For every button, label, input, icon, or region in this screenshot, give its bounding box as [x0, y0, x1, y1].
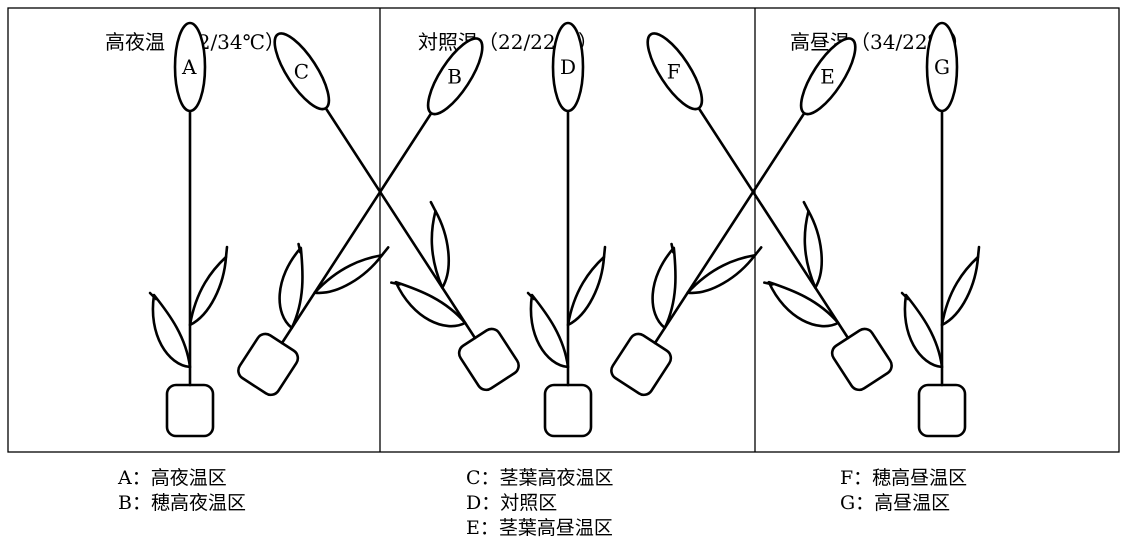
- legend-item-e: E：茎葉高昼温区: [466, 517, 613, 539]
- legend-item-a: A：高夜温区: [118, 467, 227, 489]
- plant-label-a: A: [181, 55, 197, 79]
- plant-label-b: B: [447, 64, 462, 88]
- plant-label-g: G: [934, 55, 950, 79]
- growth-chamber-diagram: 高夜温（22/34℃） 対照温（22/22℃） 高昼温（34/22℃） A B …: [7, 7, 1120, 453]
- plant-c: C: [242, 12, 536, 404]
- plant-b: B: [219, 16, 512, 408]
- legend-column-3: F：穂高昼温区 G：高昼温区: [840, 466, 967, 516]
- legend-item-b: B：穂高夜温区: [118, 492, 246, 514]
- legend-item-g: G：高昼温区: [840, 492, 951, 514]
- plant-label-c: C: [294, 59, 309, 83]
- plant-label-f: F: [667, 59, 681, 83]
- plant-g: G: [900, 21, 981, 438]
- chamber-frame: [7, 7, 1120, 453]
- plant-a: A: [148, 21, 229, 438]
- plant-label-e: E: [820, 64, 835, 88]
- legend-item-d: D：対照区: [466, 492, 558, 514]
- plant-label-d: D: [560, 55, 576, 79]
- legend-column-2: C：茎葉高夜温区 D：対照区 E：茎葉高昼温区: [466, 466, 614, 541]
- legend-column-1: A：高夜温区 B：穂高夜温区: [118, 466, 246, 516]
- plant-d: D: [526, 21, 607, 438]
- plant-e: E: [592, 16, 885, 408]
- legend-item-c: C：茎葉高夜温区: [466, 467, 614, 489]
- plant-f: F: [615, 12, 909, 404]
- legend-item-f: F：穂高昼温区: [840, 467, 968, 489]
